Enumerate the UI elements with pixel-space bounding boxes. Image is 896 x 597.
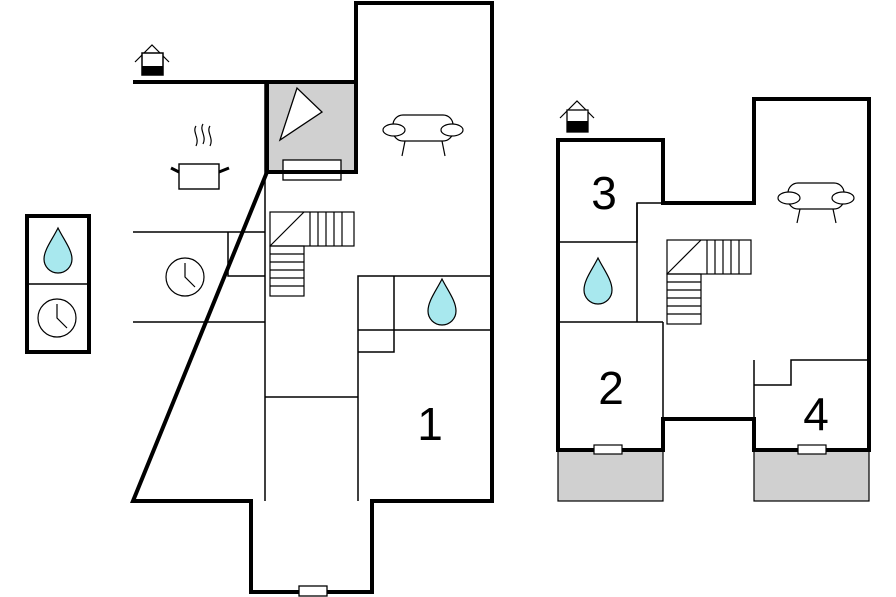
balcony-left <box>557 449 664 502</box>
house-entrance-icon <box>134 44 170 76</box>
balcony-door-left <box>593 444 623 455</box>
balcony-door-right <box>797 444 827 455</box>
room-label-4: 4 <box>803 388 829 440</box>
sofa-icon <box>382 114 464 157</box>
room-label-3: 3 <box>591 167 617 219</box>
water-drop-icon <box>43 226 73 274</box>
cooking-pot-icon <box>170 123 230 190</box>
staircase <box>269 211 355 297</box>
water-drop-icon <box>427 277 457 326</box>
ground-interior-walls <box>133 82 492 501</box>
balcony-right <box>753 449 870 502</box>
clock-icon <box>37 298 77 338</box>
staircase <box>666 239 752 325</box>
legend <box>25 214 91 354</box>
ground-outer-wall <box>130 1 494 594</box>
water-drop-icon <box>583 256 613 305</box>
sofa-icon <box>777 182 855 224</box>
ground-floor: 1 <box>130 1 494 597</box>
entrance-door <box>298 585 328 597</box>
room-label-2: 2 <box>598 362 624 414</box>
triangle-icon <box>278 86 324 142</box>
storage-room <box>266 81 357 173</box>
upper-floor: 3 2 4 <box>556 97 871 502</box>
room-label-1: 1 <box>417 398 443 450</box>
upper-interior-walls <box>558 202 869 419</box>
house-entrance-icon <box>559 100 595 133</box>
clock-icon <box>165 257 205 297</box>
